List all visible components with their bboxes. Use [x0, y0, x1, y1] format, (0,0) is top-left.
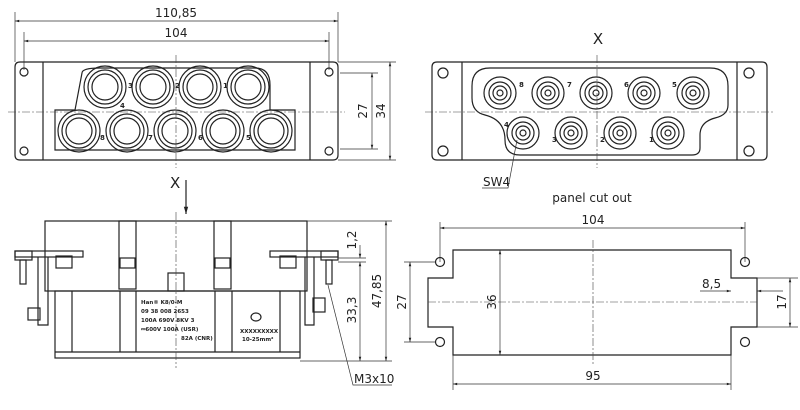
view-arrow-label: X: [170, 174, 180, 192]
panel-cutout-view: panel cut out 104 95 36 27 17 8,5: [395, 191, 798, 390]
product-label: Han® K8/0-M 09 38 008 2653 100A 690V 8KV…: [141, 300, 279, 343]
label-line: 82A (CNR): [181, 336, 213, 342]
contact-number: 4: [504, 121, 509, 129]
insert-outline: [471, 67, 729, 156]
side-view: X Han® K8/0-M 09 38 008 2653 100A 690V 8…: [14, 174, 394, 386]
contact-number: 3: [552, 136, 557, 144]
mounting-holes: [434, 256, 751, 348]
contact-number: 3: [128, 82, 133, 90]
contact-icon: [105, 109, 149, 153]
dim-lower: 33,3: [345, 297, 359, 324]
contact-number: 7: [567, 81, 572, 89]
panel-cutout-title: panel cut out: [552, 191, 632, 205]
dim-overall-width: 110,85: [155, 6, 197, 20]
dim-hole-pitch: 104: [582, 213, 605, 227]
dim-tab-depth: 8,5: [702, 277, 721, 291]
mount-screws: [19, 67, 334, 156]
callout-sw4: SW4: [483, 175, 510, 189]
contact-icon: [676, 76, 710, 110]
contact-number: 8: [100, 134, 105, 142]
insert-outline: [54, 67, 296, 151]
contact-number: 6: [198, 134, 203, 142]
contact-icon: [57, 109, 101, 153]
marking-code: XXXXXXXXX: [240, 329, 279, 335]
contact-number: 2: [175, 82, 180, 90]
contact-number: 7: [148, 134, 153, 142]
contact-icon: [226, 65, 270, 109]
contact-number: 5: [672, 81, 677, 89]
dim-total: 47,85: [370, 274, 384, 308]
marking-range: 10-25mm²: [242, 336, 274, 343]
top-right-view: X 8 7 6 5 4 3 2 1 SW4: [425, 30, 775, 189]
contacts: [57, 65, 293, 153]
harting-logo-icon: [250, 312, 262, 322]
contact-icon: [83, 65, 127, 109]
contact-icon: [627, 76, 661, 110]
contact-number: 6: [624, 81, 629, 89]
contact-number: 1: [223, 82, 228, 90]
contact-icon: [201, 109, 245, 153]
contact-icon: [603, 116, 637, 150]
dim-pitch-width: 104: [165, 26, 188, 40]
contact-icon: [249, 109, 293, 153]
dim-tab-height: 17: [775, 294, 789, 309]
contact-icon: [506, 116, 540, 150]
label-line: 100A 690V 8KV 3: [141, 318, 195, 324]
contact-icon: [531, 76, 565, 110]
label-line: Han® K8/0-M: [141, 300, 182, 306]
contact-number: 2: [600, 136, 605, 144]
cutout-outline: [427, 249, 758, 356]
housing-outline: [14, 61, 339, 161]
dim-height-inner: 27: [356, 103, 370, 118]
top-left-view: 110,85 104 3 2 1 4 8 7 6 5 27 34: [8, 6, 396, 168]
lower-body: [54, 290, 301, 359]
dim-height-outer: 34: [374, 103, 388, 118]
contact-icon: [554, 116, 588, 150]
mount-screws: [437, 67, 755, 157]
contact-icon: [483, 76, 517, 110]
label-line: ⎓600V 100A (USR): [141, 327, 199, 333]
contact-icon: [153, 109, 197, 153]
view-label-x: X: [593, 30, 603, 48]
contact-icon: [178, 65, 222, 109]
contact-number: 8: [519, 81, 524, 89]
contact-icon: [579, 76, 613, 110]
contact-icon: [651, 116, 685, 150]
contacts: [483, 76, 710, 150]
label-line: 09 38 008 2653: [141, 309, 189, 315]
contact-number: 5: [246, 134, 251, 142]
callout-screw: M3x10: [354, 372, 394, 386]
dim-hole-vertical: 27: [395, 294, 409, 309]
dim-flange: 1,2: [345, 230, 359, 249]
dim-width: 95: [585, 369, 600, 383]
contact-number: 1: [649, 136, 654, 144]
contact-number: 4: [120, 102, 125, 110]
dim-height: 36: [485, 294, 499, 309]
housing-outline: [431, 61, 768, 161]
contact-icon: [131, 65, 175, 109]
